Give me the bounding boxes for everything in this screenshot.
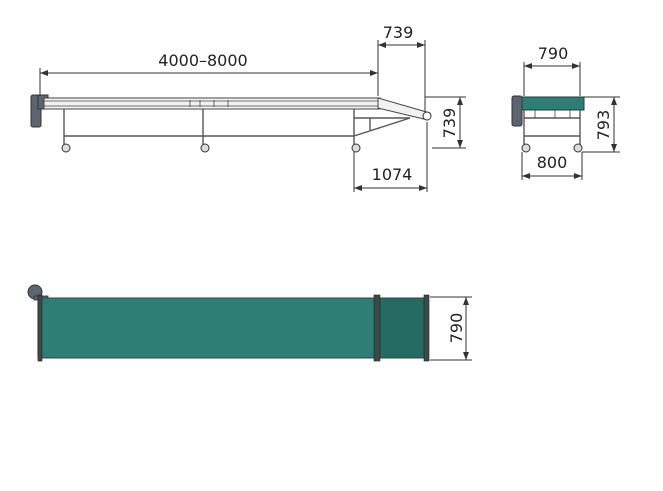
side-incline	[377, 97, 431, 121]
end-view: 790 793 800	[511, 44, 620, 180]
top-belt-incline	[377, 297, 429, 359]
dim-top-width: 790	[430, 296, 472, 361]
side-end-roller	[422, 111, 432, 121]
dim-end-bottom-width-label: 800	[537, 153, 568, 172]
dim-incline-length-label: 739	[383, 23, 414, 42]
dim-length: 4000–8000	[39, 40, 379, 96]
end-wheel-1	[521, 143, 531, 153]
dim-end-top-width: 790	[523, 44, 581, 96]
side-view: 4000–8000 739 739 1074	[30, 23, 466, 192]
side-wheel-3	[351, 143, 361, 153]
dim-incline-height: 739	[425, 96, 466, 149]
dim-end-top-width-label: 790	[538, 44, 569, 63]
end-belt	[521, 96, 585, 111]
dim-length-label: 4000–8000	[158, 51, 247, 70]
dim-incline-base-label: 1074	[372, 165, 413, 184]
dim-incline-height-label: 739	[440, 108, 459, 139]
dim-top-width-label: 790	[447, 313, 466, 344]
side-wheel-2	[200, 143, 210, 153]
dim-incline-length: 739	[378, 23, 426, 112]
side-wheel-1	[61, 143, 71, 153]
side-belt-bed	[43, 97, 381, 110]
top-belt-main	[37, 297, 379, 359]
end-wheel-2	[573, 143, 583, 153]
dim-end-bottom-width: 800	[521, 152, 583, 180]
top-view: 790	[27, 284, 472, 362]
dim-end-height: 793	[582, 96, 620, 153]
dim-incline-base: 1074	[353, 122, 428, 192]
dim-end-height-label: 793	[594, 110, 613, 141]
end-motor	[511, 95, 523, 127]
